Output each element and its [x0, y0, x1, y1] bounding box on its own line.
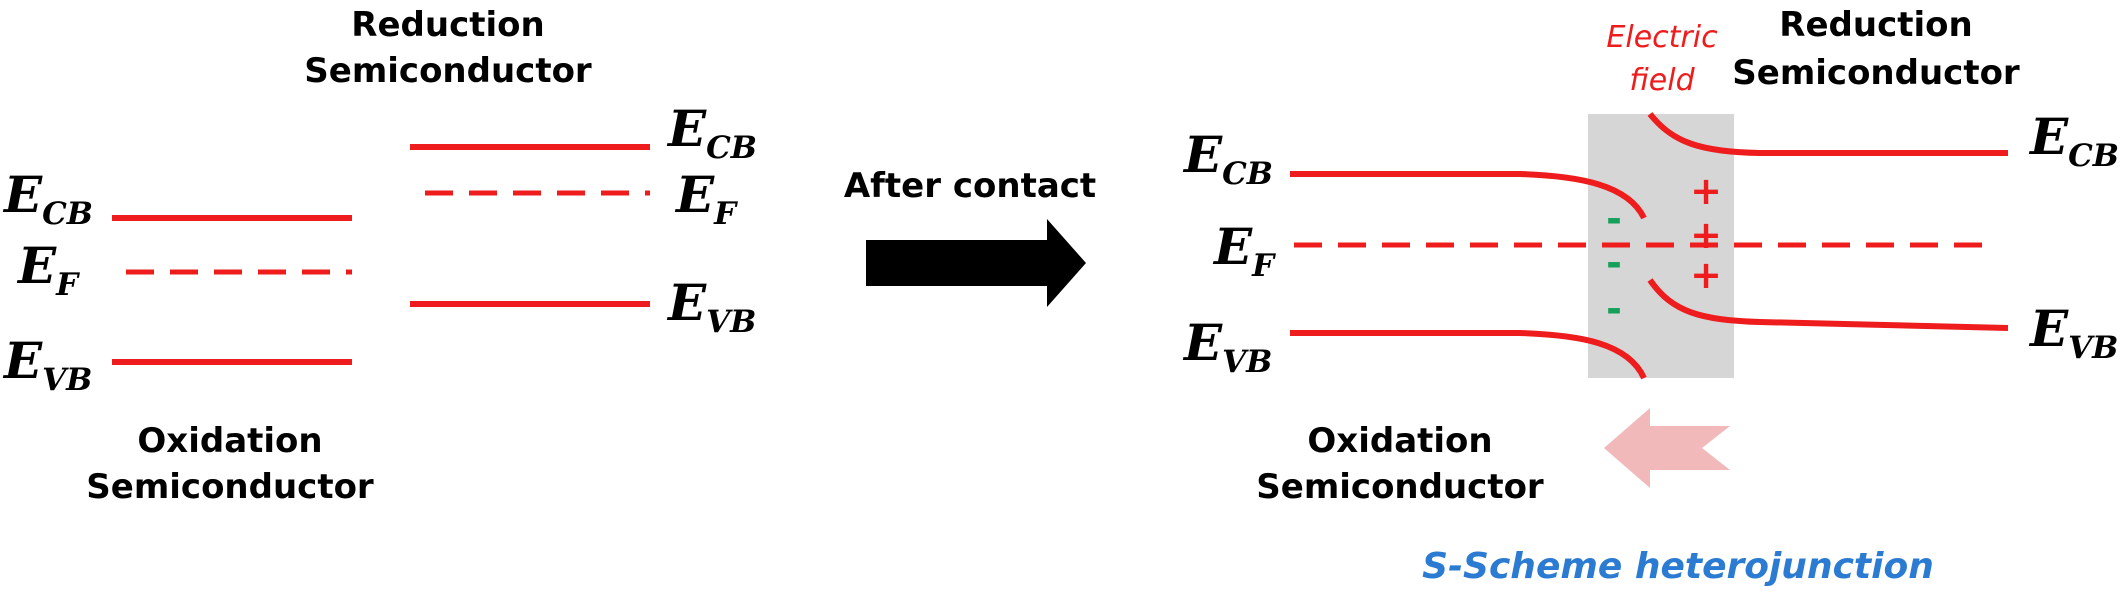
minus-sign-1: -: [1606, 197, 1622, 241]
left-reduction-label-line1: Reduction: [351, 5, 544, 45]
left-oxidation-label-line1: Oxidation: [137, 421, 322, 461]
right-red-evb-band: [1647, 278, 2009, 331]
electric-field-label-line1: Electric: [1606, 20, 1718, 55]
right-ox-ecb-label: ECB: [1182, 125, 1273, 192]
left-reduction-label-line2: Semiconductor: [304, 51, 592, 91]
plus-sign-2: +: [1690, 213, 1722, 257]
left-ox-ecb-label: ECB: [2, 165, 93, 232]
minus-sign-3: -: [1606, 287, 1622, 331]
right-panel: Electric field Reduction Semiconductor -…: [1182, 5, 2119, 587]
right-ox-ecb-band: [1290, 171, 1647, 220]
right-ox-evb-band: [1290, 330, 1647, 380]
after-contact-label: After contact: [844, 166, 1096, 206]
s-scheme-title: S-Scheme heterojunction: [1422, 546, 1934, 587]
left-oxidation-label-line2: Semiconductor: [86, 467, 374, 507]
right-red-evb-label: EVB: [2028, 299, 2118, 366]
right-reduction-label-line1: Reduction: [1779, 5, 1972, 45]
electric-field-arrow-icon: [1604, 408, 1730, 488]
right-oxidation-label-line2: Semiconductor: [1256, 467, 1544, 507]
plus-sign-1: +: [1690, 169, 1722, 213]
left-ox-ef-label: EF: [16, 236, 80, 303]
right-ef-label: EF: [1212, 217, 1276, 284]
plus-sign-3: +: [1690, 253, 1722, 297]
after-contact-arrow-group: After contact: [844, 166, 1096, 307]
right-red-ecb-band: [1647, 112, 2008, 156]
left-red-ef-label: EF: [674, 165, 738, 232]
right-reduction-label-line2: Semiconductor: [1732, 53, 2020, 93]
right-red-ecb-label: ECB: [2028, 107, 2119, 174]
black-arrow-icon: [866, 219, 1086, 307]
left-red-evb-label: EVB: [666, 273, 756, 340]
electric-field-label-line2: field: [1629, 63, 1695, 98]
right-ox-evb-label: EVB: [1182, 313, 1272, 380]
minus-sign-2: -: [1606, 241, 1622, 285]
left-panel: Reduction Semiconductor ECB EF EVB ECB E…: [2, 5, 757, 507]
left-red-ecb-label: ECB: [666, 99, 757, 166]
left-ox-evb-label: EVB: [2, 331, 92, 398]
right-oxidation-label-line1: Oxidation: [1307, 421, 1492, 461]
